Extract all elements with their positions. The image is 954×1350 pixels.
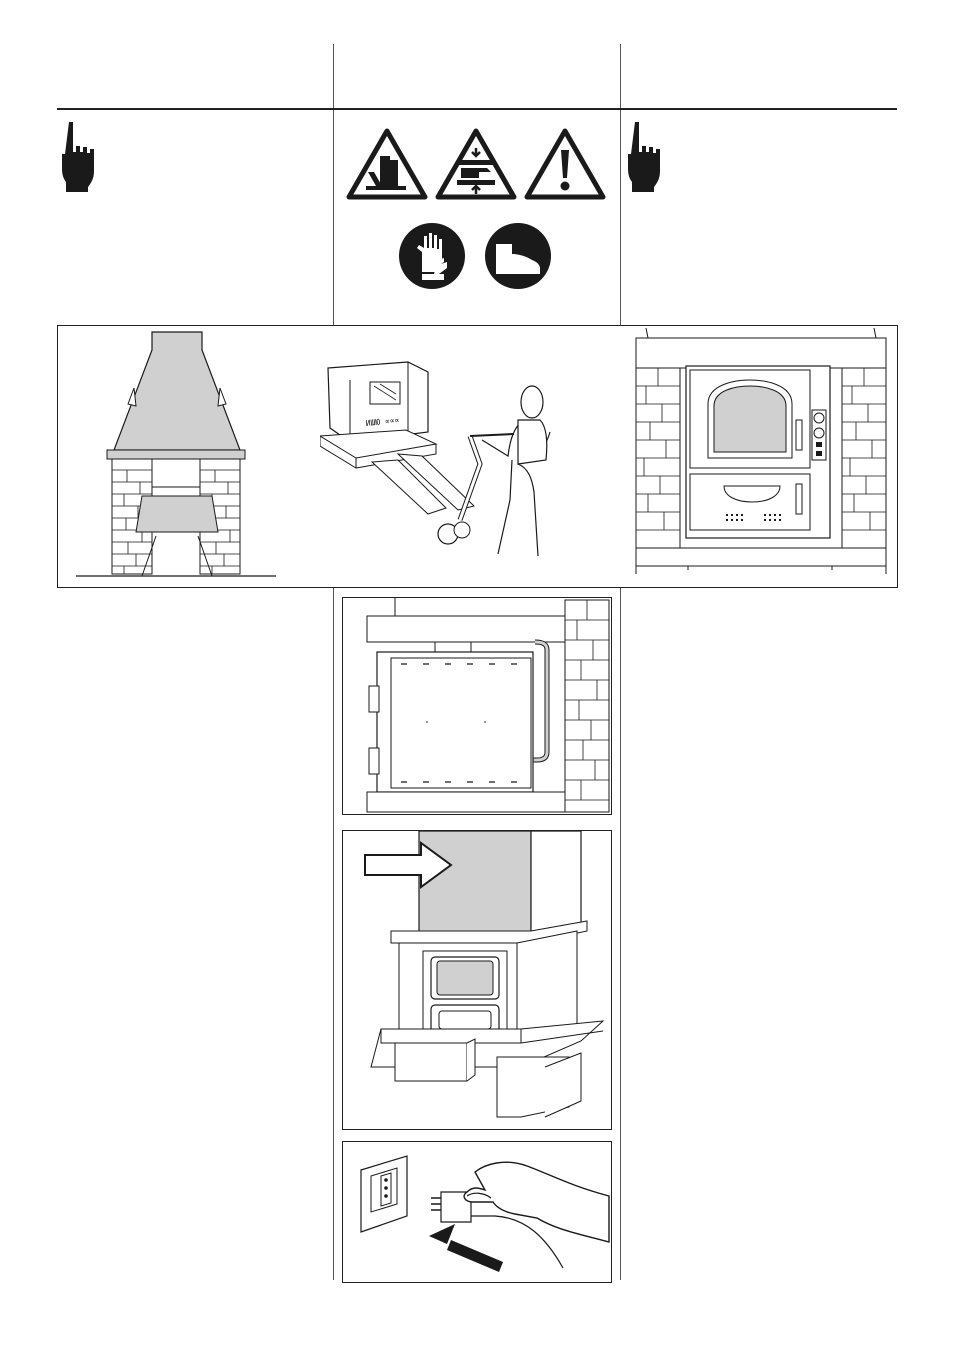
pallet-jack-transport-illustration: ИШЮ ∝∝∝: [320, 350, 560, 572]
hand-crush-hazard-icon: [435, 128, 517, 200]
fireplace-hood-illustration: [72, 330, 282, 582]
illustration-band: ИШЮ ∝∝∝: [57, 325, 898, 588]
column-divider-right: [620, 44, 621, 325]
column-divider-left: [333, 44, 334, 325]
crush-hazard-icon: [346, 128, 428, 200]
protective-gloves-icon: [398, 222, 466, 290]
safety-shoes-icon: [484, 222, 552, 290]
oven-side-section-illustration: [342, 597, 612, 815]
stove-flue-illustration: [342, 830, 612, 1130]
general-warning-icon: [524, 128, 606, 200]
svg-text:ИШЮ ∝∝∝: ИШЮ ∝∝∝: [365, 416, 399, 428]
electrical-plug-illustration: [342, 1141, 612, 1283]
column-divider-left-lower: [333, 588, 334, 1280]
pointing-hand-icon: [62, 120, 98, 192]
pointing-hand-icon: [628, 120, 664, 192]
header-rule: [57, 108, 897, 110]
column-divider-right-lower: [620, 588, 621, 1280]
built-in-oven-illustration: [632, 328, 890, 574]
